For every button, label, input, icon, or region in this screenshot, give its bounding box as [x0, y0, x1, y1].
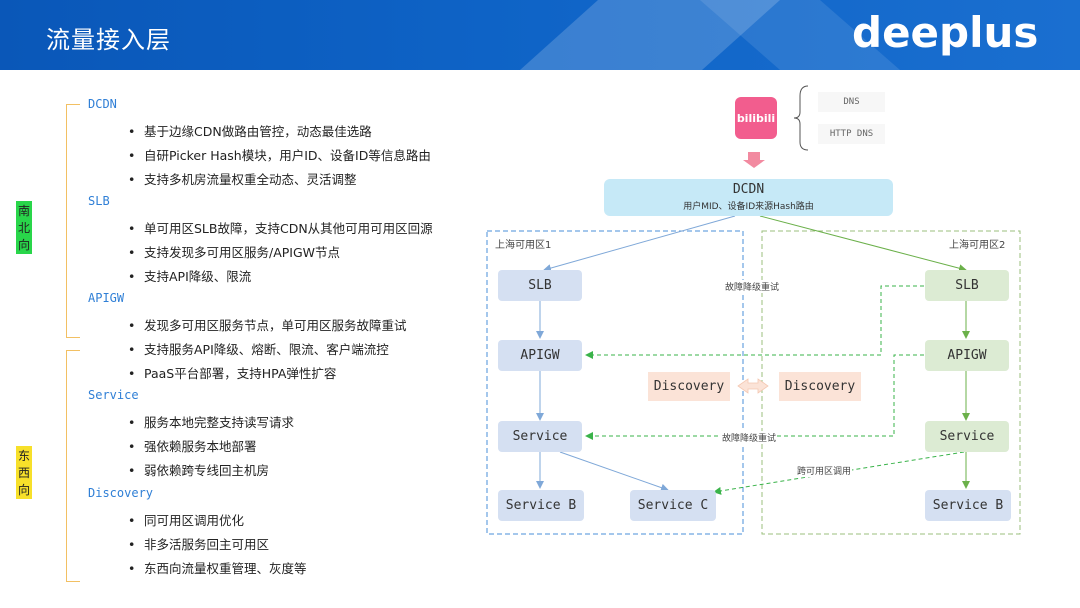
- discovery-node-zone2: Discovery: [779, 372, 861, 401]
- list-item: •同可用区调用优化: [128, 513, 245, 528]
- section-title-service: Service: [88, 388, 139, 402]
- section-title-discovery: Discovery: [88, 486, 154, 500]
- bili-arrow: [743, 152, 765, 168]
- list-item: •发现多可用区服务节点，单可用区服务故障重试: [128, 318, 407, 333]
- edge-svc1-svcc: [559, 451, 669, 492]
- section-title-slb: SLB: [88, 194, 110, 208]
- service-b-node-zone2: Service B: [925, 490, 1011, 521]
- edge-label-fallback-apigw: 故障降级重试: [721, 431, 778, 444]
- slb-node-zone1: SLB: [498, 270, 582, 301]
- east-west-brace: [66, 350, 80, 582]
- zone2-label: 上海可用区2: [949, 240, 1006, 251]
- discovery-sync-arrow: [737, 378, 769, 394]
- discovery-node-zone1: Discovery: [648, 372, 730, 401]
- dcdn-title: DCDN: [732, 182, 765, 197]
- service-c-node: Service C: [630, 490, 716, 521]
- edge-label-cross-zone: 跨可用区调用: [796, 464, 853, 477]
- list-item: •自研Picker Hash模块，用户ID、设备ID等信息路由: [128, 148, 431, 163]
- section-title-dcdn: DCDN: [88, 97, 117, 111]
- dns-box: DNS: [818, 92, 885, 112]
- east-west-tag: 东西向: [16, 446, 33, 499]
- edge-dcdn-slb1: [543, 215, 736, 272]
- brace-top-1: [66, 104, 78, 105]
- dcdn-subtitle: 用户MID、设备ID来源Hash路由: [683, 202, 814, 212]
- service-node-zone1: Service: [498, 421, 582, 452]
- list-item: •服务本地完整支持读写请求: [128, 415, 295, 430]
- dns-bracket: [793, 85, 809, 151]
- header-bar: 流量接入层 deeplus: [0, 0, 1080, 70]
- edge-label-fallback-slb: 故障降级重试: [724, 280, 781, 293]
- edge-dcdn-slb2: [759, 215, 967, 273]
- section-title-apigw: APIGW: [88, 291, 125, 305]
- dcdn-node: DCDN 用户MID、设备ID来源Hash路由: [604, 179, 893, 216]
- page-title: 流量接入层: [46, 26, 171, 54]
- list-item: •非多活服务回主可用区: [128, 537, 270, 552]
- edge-fallback-apigw: [585, 354, 924, 440]
- http-dns-box: HTTP DNS: [818, 124, 885, 144]
- deeplus-logo: deeplus: [852, 8, 1039, 57]
- bilibili-app-icon: bilibili: [735, 97, 777, 139]
- apigw-node-zone1: APIGW: [498, 340, 582, 371]
- list-item: •单可用区SLB故障，支持CDN从其他可用可用区回源: [128, 221, 433, 236]
- list-item: •基于边缘CDN做路由管控，动态最佳选路: [128, 124, 372, 139]
- list-item: •支持服务API降级、熔断、限流、客户端流控: [128, 342, 389, 357]
- list-item: •支持发现多可用区服务/APIGW节点: [128, 245, 341, 260]
- slb-node-zone2: SLB: [925, 270, 1009, 301]
- apigw-node-zone2: APIGW: [925, 340, 1009, 371]
- list-item: •东西向流量权重管理、灰度等: [128, 561, 307, 576]
- list-item: •支持多机房流量权重全动态、灵活调整: [128, 172, 357, 187]
- service-b-node-zone1: Service B: [498, 490, 584, 521]
- list-item: •强依赖服务本地部署: [128, 439, 257, 454]
- north-south-tag: 南北向: [16, 201, 33, 254]
- list-item: •支持API降级、限流: [128, 269, 252, 284]
- list-item: •弱依赖跨专线回主机房: [128, 463, 270, 478]
- edge-fallback-slb: [585, 285, 924, 359]
- zone1-label: 上海可用区1: [495, 240, 552, 251]
- zone1-border: [486, 230, 744, 535]
- list-item: •PaaS平台部署，支持HPA弹性扩容: [128, 366, 337, 381]
- service-node-zone2: Service: [925, 421, 1009, 452]
